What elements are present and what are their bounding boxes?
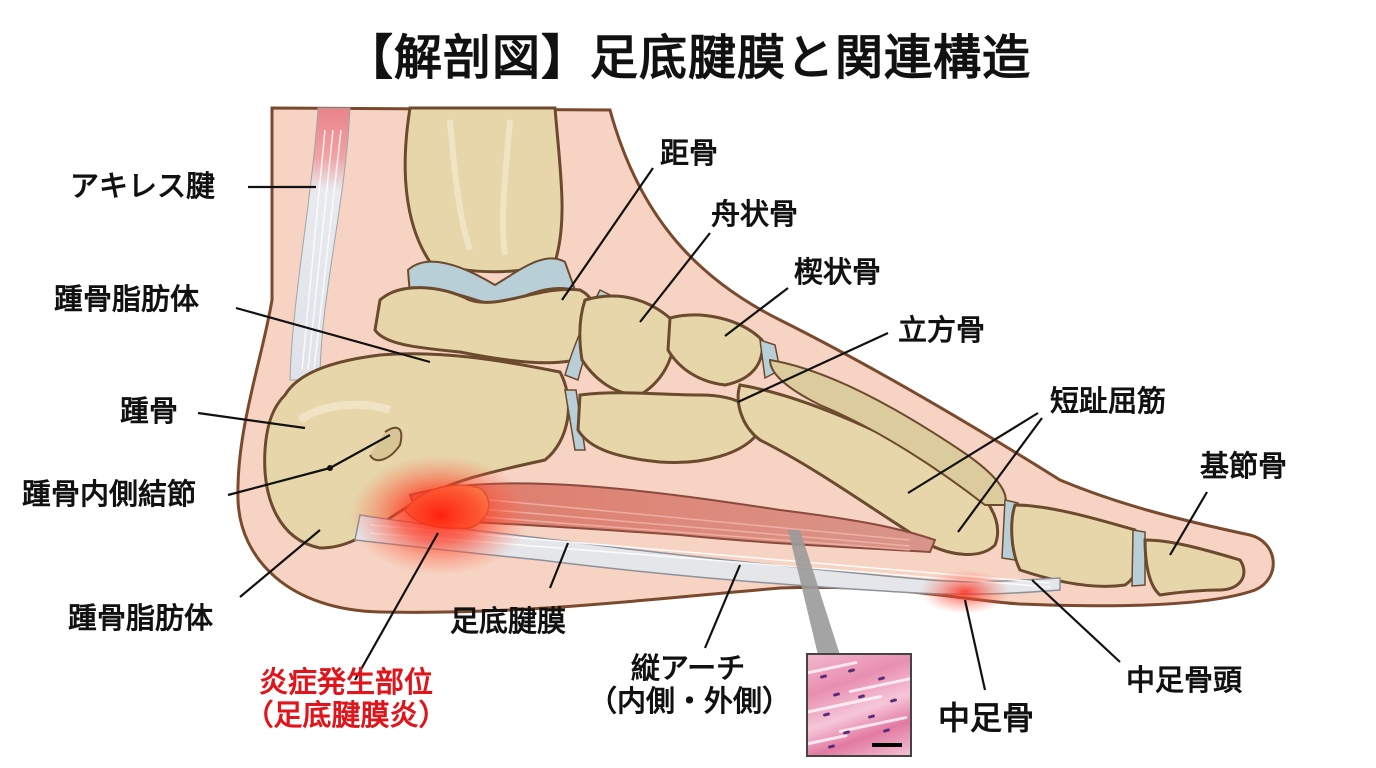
diagram-title: 【解剖図】足底腱膜と関連構造 [344,30,1031,86]
label-achilles-tendon: アキレス腱 [70,169,216,203]
label-calcaneal-fat-pad-lower: 踵骨脂肪体 [68,601,214,635]
histology-inset [806,653,912,757]
label-flexor-digitorum-brevis: 短趾屈筋 [1050,384,1167,418]
label-calcaneal-fat-pad-upper: 踵骨脂肪体 [54,282,200,316]
label-plantar-fascia: 足底腱膜 [450,604,567,638]
label-longitudinal-arch-line1: 縦アーチ [630,651,746,685]
label-inflammation-site-line2: （足底腱膜炎） [244,698,448,733]
label-calcaneus: 踵骨 [120,394,179,428]
label-longitudinal-arch-line2: （内側・外側） [588,684,792,719]
label-metatarsal-head: 中足骨頭 [1126,663,1243,697]
label-inflammation-site-line1: 炎症発生部位 [258,665,433,699]
label-cuboid: 立方骨 [898,313,986,347]
leader-lines [197,167,1208,691]
label-proximal-phalanx: 基節骨 [1200,449,1288,483]
label-medial-calcaneal-tubercle: 踵骨内側結節 [22,477,197,511]
label-cuneiform: 楔状骨 [794,255,882,289]
scale-bar [872,743,902,747]
label-metatarsal: 中足骨 [938,699,1035,737]
label-inflammation-site: 炎症発生部位 （足底腱膜炎） [236,665,456,733]
label-longitudinal-arch: 縦アーチ （内側・外側） [588,651,792,719]
label-navicular: 舟状骨 [711,197,799,231]
label-talus: 距骨 [660,136,719,170]
